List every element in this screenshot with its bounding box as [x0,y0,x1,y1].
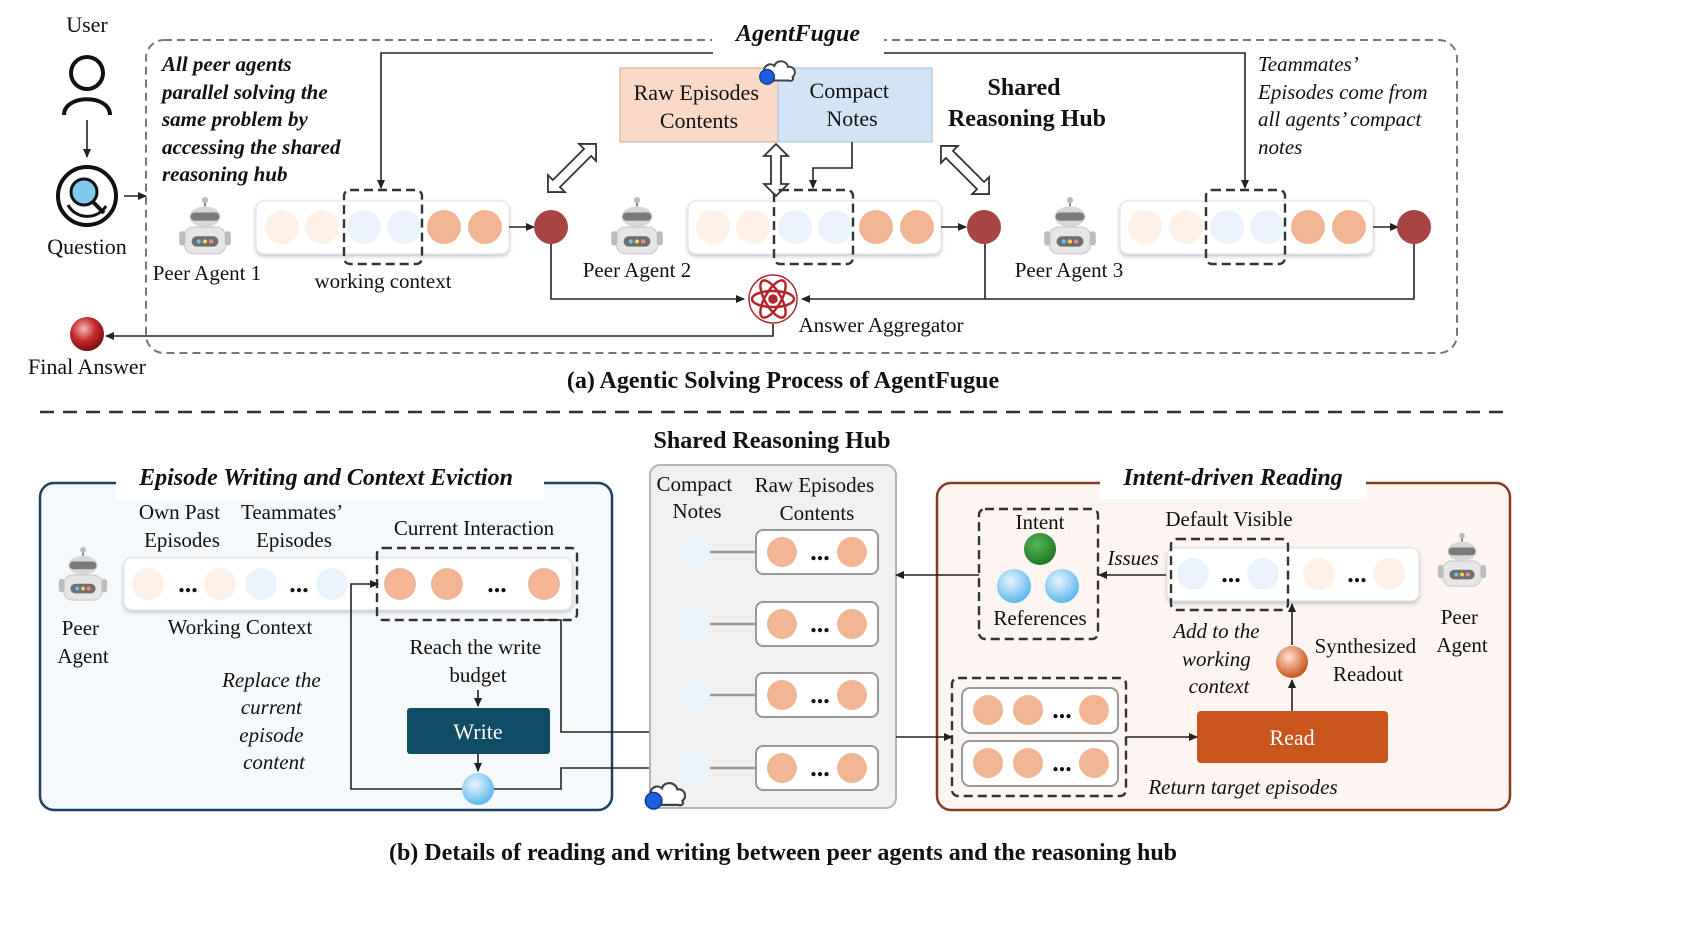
reference-blue-ball-icon [997,569,1031,603]
note-left: All peer agents parallel solving the sam… [160,52,346,186]
current-interaction-label: Current Interaction [394,516,555,540]
ellipsis: ... [1052,748,1072,777]
default-visible-bar [1166,547,1420,602]
intent-reading-title: Intent-driven Reading [1122,465,1342,491]
ellipsis: ... [487,569,507,598]
answer-dot-2 [967,210,1001,244]
hub-row-4: ... [678,745,879,791]
own-past-label: Own Past Episodes [139,500,225,552]
answer-dot-3 [1397,210,1431,244]
peer-agent-1-label: Peer Agent 1 [153,261,261,285]
issues-label: Issues [1106,546,1158,570]
user-label: User [66,12,108,37]
ellipsis: ... [1347,559,1367,588]
cloud-icon [758,60,796,86]
read-button-label: Read [1269,725,1314,750]
read-button[interactable] [1197,711,1388,763]
readout-orange-ball-icon [1276,646,1308,678]
double-arrow-right-icon [940,145,990,195]
peer-agent-3-label: Peer Agent 3 [1015,258,1123,282]
working-context-label: working context [314,269,451,293]
peer-agent-2-robot-icon [610,196,664,255]
ellipsis: ... [810,680,830,709]
reference-blue-ball-icon [1045,569,1079,603]
synthesized-readout-label: Synthesized Readout [1315,634,1422,686]
write-button[interactable] [407,708,550,754]
intent-green-ball-icon [1024,533,1056,565]
caption-top: (a) Agentic Solving Process of AgentFugu… [567,368,1000,394]
reach-budget-label: Reach the write budget [409,635,546,687]
add-to-context-label: Add to the working context [1171,619,1265,698]
double-arrow-left-icon [547,143,597,193]
final-answer-label: Final Answer [28,354,147,379]
return-episodes-label: Return target episodes [1147,775,1337,799]
write-button-label: Write [453,719,502,744]
question-label: Question [47,234,126,259]
peer-agent-label-left: Peer Agent [57,616,108,668]
top-section: User Question AgentFugue All peer agents… [28,12,1458,394]
user-icon [62,55,112,116]
working-context-label-bottom: Working Context [168,615,313,639]
hub-row-2: ... [678,601,879,647]
compact-notes-box [777,67,933,143]
hub-col-notes-label: Compact Notes [656,472,737,523]
final-answer-ball-icon [70,317,104,351]
hub-title-bottom: Shared Reasoning Hub [654,428,891,454]
ellipsis: ... [1221,559,1241,588]
peer-agent-label-right: Peer Agent [1436,605,1487,657]
ellipsis: ... [810,609,830,638]
caption-bottom: (b) Details of reading and writing betwe… [389,840,1177,866]
bottom-section: Shared Reasoning Hub Episode Writing and… [38,428,1512,866]
replace-episode-label: Replace the current episode content [221,668,326,774]
ellipsis: ... [178,569,198,598]
question-search-icon [56,165,118,227]
raw-episodes-label: Raw Episodes Contents [634,80,765,133]
peer-agent-2-label: Peer Agent 2 [583,258,691,282]
atom-aggregator-icon [748,274,798,324]
teammates-label: Teammates’ Episodes [241,500,347,552]
written-note-blue-ball-icon [462,773,494,805]
peer-agent-1-robot-icon [178,196,232,255]
ellipsis: ... [810,753,830,782]
answer-dot-1 [534,210,568,244]
intent-label: Intent [1016,510,1065,534]
note-right: Teammates’ Episodes come from all agents… [1257,52,1433,159]
double-arrow-vertical-icon [761,142,791,198]
ellipsis: ... [1052,695,1072,724]
default-visible-label: Default Visible [1165,507,1292,531]
peer-agent-3-robot-icon [1043,196,1097,255]
hub-row-3: ... [678,672,879,718]
raw-episodes-box [619,67,779,143]
agentfugue-title: AgentFugue [734,21,860,47]
ellipsis: ... [810,537,830,566]
answer-aggregator-label: Answer Aggregator [798,313,963,337]
compact-notes-label: Compact Notes [810,78,895,131]
ellipsis: ... [289,569,309,598]
default-visible-box [1169,537,1290,612]
episode-writing-title: Episode Writing and Context Eviction [138,465,513,491]
hub-col-raw-label: Raw Episodes Contents [755,473,880,525]
hub-row-1: ... [678,529,879,575]
hub-title-top: Shared Reasoning Hub [948,75,1106,132]
references-label: References [993,606,1086,630]
